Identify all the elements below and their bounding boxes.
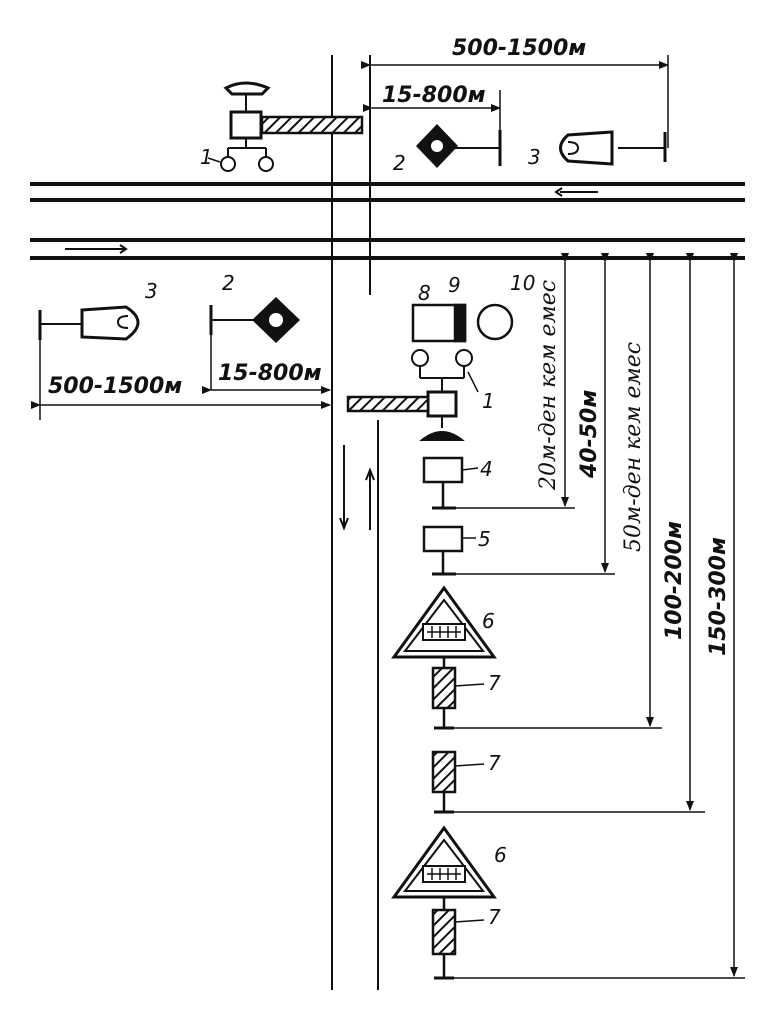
left-dimension-lines <box>31 335 331 420</box>
dim-top-500-1500: 500-1500м <box>452 36 586 61</box>
dim-left-500-1500: 500-1500м <box>48 374 182 399</box>
top-signal-3 <box>559 130 667 166</box>
top-warning-sign-2 <box>416 124 502 168</box>
dim-50m-min: 50м-ден кем емес <box>621 342 646 552</box>
sign-5 <box>422 525 464 576</box>
label-9: 9 <box>448 273 461 297</box>
striped-post-7-a <box>431 666 457 730</box>
label-8: 8 <box>418 281 431 305</box>
bottom-barrier-assembly <box>346 349 473 441</box>
label-6-upper: 6 <box>482 609 495 633</box>
top-barrier-assembly <box>220 81 364 172</box>
label-1-bottom: 1 <box>482 389 495 413</box>
triangle-sign-6-upper <box>391 585 497 668</box>
left-warning-sign-2 <box>209 297 300 343</box>
dim-top-15-800: 15-800м <box>382 83 486 108</box>
equipment-8-9-10 <box>411 303 514 343</box>
top-dimension-lines <box>361 55 669 148</box>
dim-150-300: 150-300м <box>706 537 731 656</box>
striped-post-7-b <box>431 750 457 814</box>
label-7-a: 7 <box>488 671 501 695</box>
vertical-dimension-lines <box>454 253 745 979</box>
label-3-left: 3 <box>145 279 158 303</box>
dim-40-50: 40-50м <box>577 390 602 479</box>
label-5: 5 <box>478 527 491 551</box>
road-edges <box>331 55 379 990</box>
label-2-left: 2 <box>222 271 235 295</box>
dim-left-15-800: 15-800м <box>218 361 322 386</box>
triangle-sign-6-lower <box>391 825 497 910</box>
label-6-lower: 6 <box>494 843 507 867</box>
label-4: 4 <box>480 457 493 481</box>
sign-4 <box>422 456 464 510</box>
track-direction-arrows <box>65 187 598 254</box>
label-10: 10 <box>510 271 535 295</box>
striped-post-7-c <box>431 908 457 980</box>
dim-100-200: 100-200м <box>662 521 687 640</box>
label-3-top: 3 <box>528 145 541 169</box>
railway-tracks <box>30 182 745 260</box>
road-direction-arrows <box>339 445 375 531</box>
label-1-top: 1 <box>200 145 213 169</box>
left-signal-3 <box>38 305 140 341</box>
label-7-b: 7 <box>488 751 501 775</box>
label-7-c: 7 <box>488 905 501 929</box>
label-2-top: 2 <box>393 151 406 175</box>
vertical-dimension-texts: 20м-ден кем емес 40-50м 50м-ден кем емес… <box>536 280 731 656</box>
dim-20m-min: 20м-ден кем емес <box>536 280 561 491</box>
